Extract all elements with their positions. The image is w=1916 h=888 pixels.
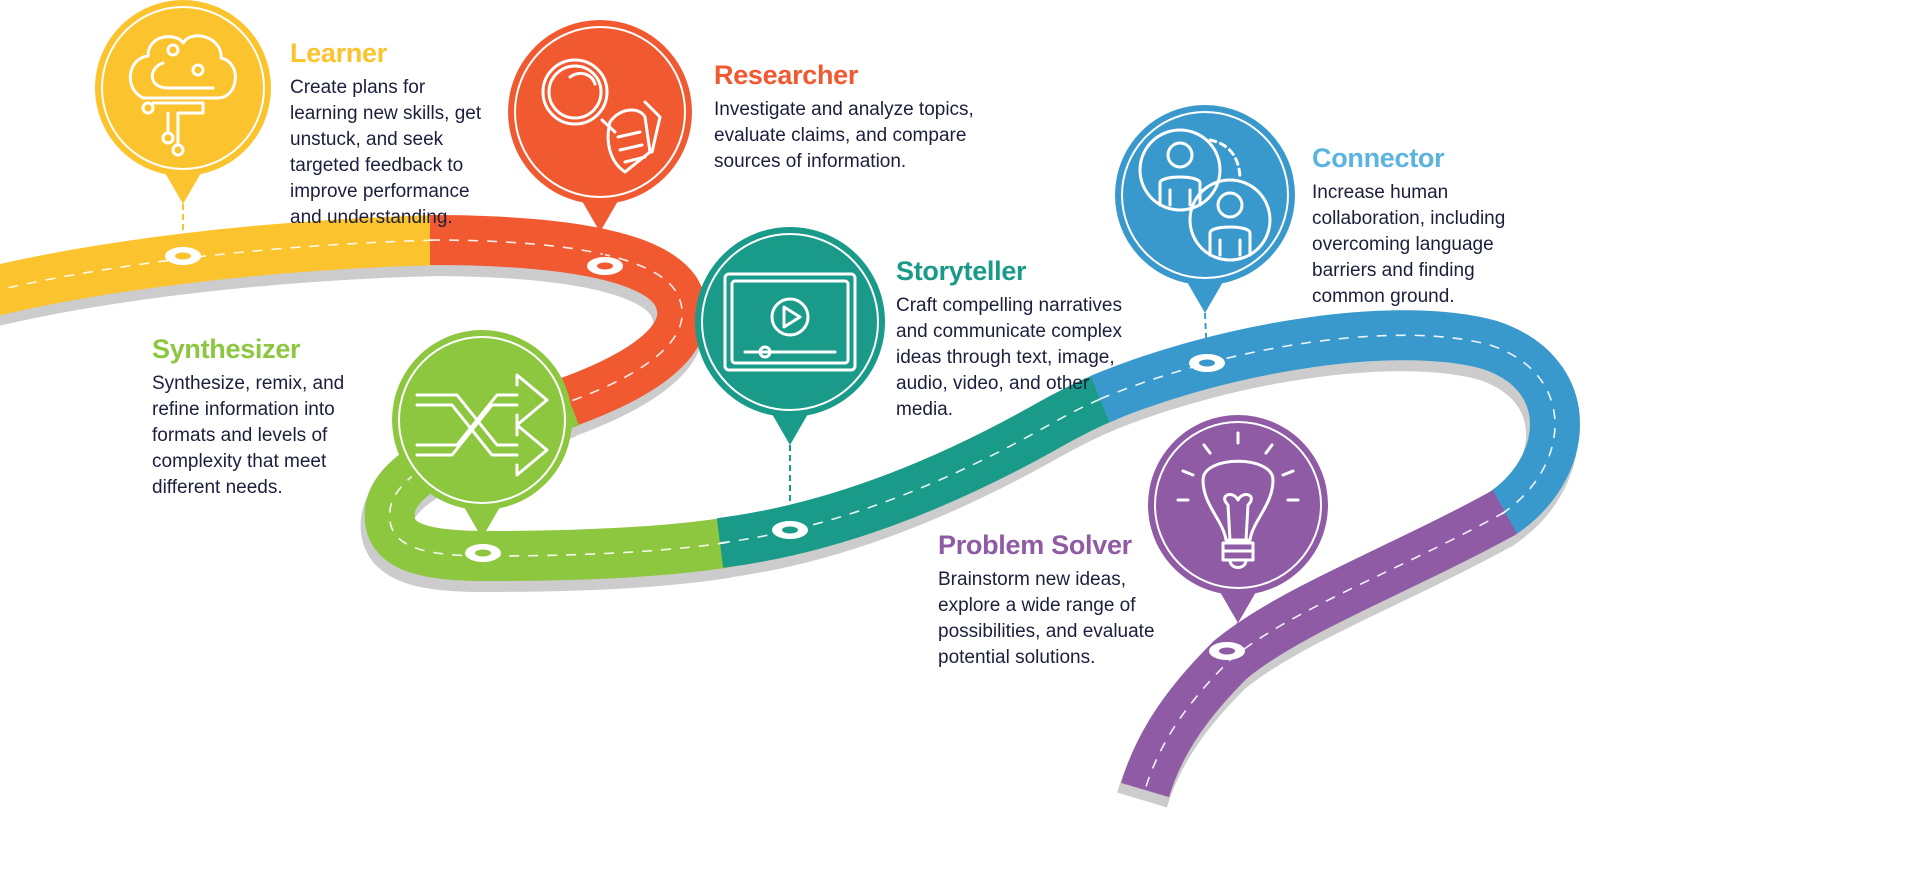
magnifier-robot-hand-icon xyxy=(541,58,662,174)
synthesizer-description-line: Synthesize, remix, and xyxy=(152,373,345,394)
researcher-title: Researcher xyxy=(714,60,859,90)
station-pins xyxy=(95,0,1328,660)
road-marker-center xyxy=(475,549,491,557)
pin-pointer xyxy=(578,194,622,232)
pin-inner-ring xyxy=(1154,421,1322,589)
road-marker-center xyxy=(1199,359,1215,367)
pin-pointer xyxy=(460,500,504,538)
problem-solver-description-line: possibilities, and evaluate xyxy=(938,621,1155,642)
researcher-description-line: evaluate claims, and compare xyxy=(714,125,967,146)
learner-description-line: improve performance xyxy=(290,181,470,202)
connector-description-line: common ground. xyxy=(1312,286,1455,307)
problem-solver-description-line: explore a wide range of xyxy=(938,595,1136,616)
road-center-dash xyxy=(388,401,731,557)
pin-pointer xyxy=(768,407,812,445)
pin-inner-ring xyxy=(1121,111,1289,279)
lightbulb-icon xyxy=(1176,431,1300,569)
pin-inner-ring xyxy=(398,336,566,504)
pin-pointer xyxy=(1183,275,1227,313)
shuffle-arrows-icon xyxy=(415,373,549,477)
pin-circle xyxy=(1148,415,1328,595)
station-pin-learner xyxy=(95,0,271,265)
two-people-icon xyxy=(1138,128,1272,262)
video-player-icon xyxy=(723,272,857,372)
road-center-dash xyxy=(1144,511,1506,791)
station-pin-researcher xyxy=(508,20,692,275)
dashed-connector xyxy=(1204,312,1208,358)
problem-solver-description-line: Brainstorm new ideas, xyxy=(938,569,1126,590)
researcher-description-line: sources of information. xyxy=(714,151,907,172)
dashed-connector xyxy=(481,537,484,548)
researcher-description-line: Investigate and analyze topics, xyxy=(714,99,974,120)
pin-inner-ring xyxy=(701,233,879,411)
learner-description-line: learning new skills, get xyxy=(290,103,482,124)
road-marker-center xyxy=(1219,647,1235,655)
synthesizer-title: Synthesizer xyxy=(152,334,301,364)
pin-pointer xyxy=(161,166,205,204)
storyteller-description-line: media. xyxy=(896,399,954,420)
road-marker-center xyxy=(175,252,191,260)
storyteller-description-line: and communicate complex xyxy=(896,321,1122,342)
learner-description-line: targeted feedback to xyxy=(290,155,464,176)
road-marker-center xyxy=(782,526,798,534)
storyteller-title: Storyteller xyxy=(896,256,1027,286)
synthesizer-description-line: formats and levels of xyxy=(152,425,328,446)
problem-solver-title: Problem Solver xyxy=(938,530,1132,560)
pin-circle xyxy=(392,330,572,510)
learner-description-line: and understanding. xyxy=(290,207,453,228)
storyteller-description-line: Craft compelling narratives xyxy=(896,295,1122,316)
road-center-dash xyxy=(1099,334,1556,516)
pin-inner-ring xyxy=(101,6,265,170)
connector-description-line: barriers and finding xyxy=(1312,260,1475,281)
road-marker-center xyxy=(597,262,613,270)
learner-description-line: unstuck, and seek xyxy=(290,129,444,150)
dashed-connector xyxy=(599,231,606,261)
connector-description-line: Increase human xyxy=(1312,182,1449,203)
storyteller-description-line: audio, video, and other xyxy=(896,373,1090,394)
connector-description-line: collaboration, including xyxy=(1312,208,1506,229)
learner-description-line: Create plans for xyxy=(290,77,426,98)
station-pin-storyteller xyxy=(695,227,885,539)
storyteller-description-line: ideas through text, image, xyxy=(896,347,1115,368)
station-pin-connector xyxy=(1115,105,1295,372)
pin-circle xyxy=(1115,105,1295,285)
synthesizer-description-line: refine information into xyxy=(152,399,335,420)
pin-pointer xyxy=(1216,585,1260,623)
synthesizer-description-line: different needs. xyxy=(152,477,283,498)
synthesizer-description-line: complexity that meet xyxy=(152,451,327,472)
dashed-connector xyxy=(1226,622,1239,646)
station-pin-synthesizer xyxy=(392,330,572,562)
connector-description-line: overcoming language xyxy=(1312,234,1494,255)
learner-title: Learner xyxy=(290,38,387,68)
station-pin-problem-solver xyxy=(1148,415,1328,660)
connector-title: Connector xyxy=(1312,143,1445,173)
problem-solver-description-line: potential solutions. xyxy=(938,647,1096,668)
brain-circuit-icon xyxy=(128,34,237,157)
pin-inner-ring xyxy=(514,26,686,198)
road-center-dash xyxy=(429,239,684,406)
